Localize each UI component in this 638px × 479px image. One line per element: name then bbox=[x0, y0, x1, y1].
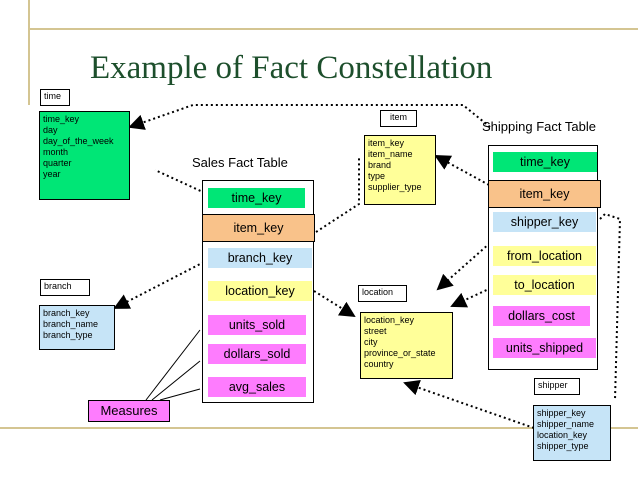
location-attr: province_or_state bbox=[364, 348, 436, 358]
sales-field-branch-key: branch_key bbox=[208, 248, 312, 268]
item-attr: supplier_type bbox=[368, 182, 422, 192]
time-attr: time_key bbox=[43, 114, 80, 124]
item-attr: brand bbox=[368, 160, 392, 170]
link-item-sales bbox=[315, 158, 360, 233]
sales-fact-caption: Sales Fact Table bbox=[192, 155, 288, 170]
branch-attr: branch_type bbox=[43, 330, 93, 340]
link-shipper-key bbox=[599, 212, 622, 401]
measures-line-3 bbox=[159, 388, 201, 401]
shipping-field-shipper-key: shipper_key bbox=[493, 212, 596, 232]
link-shipper-location bbox=[403, 380, 535, 429]
time-attr: year bbox=[43, 169, 61, 179]
branch-attr: branch_key bbox=[43, 308, 90, 318]
shipping-fact-caption: Shipping Fact Table bbox=[482, 119, 596, 134]
branch-attr: branch_name bbox=[43, 319, 99, 329]
link-time-shipping bbox=[128, 104, 491, 130]
item-dimension-box: item_key item_name brand type supplier_t… bbox=[364, 135, 436, 205]
link-location-to bbox=[450, 287, 492, 308]
sales-field-avg-sales: avg_sales bbox=[208, 377, 306, 397]
shipper-attr: shipper_key bbox=[537, 408, 586, 418]
item-dimension-label: item bbox=[380, 110, 417, 127]
branch-dimension-label: branch bbox=[40, 279, 90, 296]
measures-line-2 bbox=[151, 360, 201, 401]
sales-field-units-sold: units_sold bbox=[208, 315, 306, 335]
time-dimension-box: time_key day day_of_the_week month quart… bbox=[39, 111, 130, 200]
link-location-from bbox=[436, 242, 491, 291]
item-attr: item_key bbox=[368, 138, 405, 148]
time-attr: day bbox=[43, 125, 58, 135]
frame-left-rule bbox=[28, 0, 30, 105]
sales-field-location-key: location_key bbox=[208, 281, 312, 301]
location-dimension-label: location bbox=[358, 285, 407, 302]
time-attr: quarter bbox=[43, 158, 72, 168]
shipper-attr: location_key bbox=[537, 430, 588, 440]
measures-line-1 bbox=[145, 329, 201, 401]
item-attr: type bbox=[368, 171, 386, 181]
time-attr: day_of_the_week bbox=[43, 136, 114, 146]
frame-bottom-rule bbox=[0, 427, 638, 429]
frame-top-rule bbox=[28, 28, 638, 30]
shipper-attr: shipper_type bbox=[537, 441, 589, 451]
link-branch-sales bbox=[113, 261, 205, 309]
shipping-field-time-key: time_key bbox=[493, 152, 597, 172]
time-attr: month bbox=[43, 147, 69, 157]
shipper-attr: shipper_name bbox=[537, 419, 595, 429]
sales-field-item-key: item_key bbox=[202, 214, 315, 242]
sales-field-dollars-sold: dollars_sold bbox=[208, 344, 306, 364]
measures-label: Measures bbox=[88, 400, 170, 422]
time-dimension-label: time bbox=[40, 89, 70, 106]
location-attr: street bbox=[364, 326, 387, 336]
location-attr: city bbox=[364, 337, 378, 347]
link-item-shipping bbox=[434, 155, 490, 186]
shipping-field-units-shipped: units_shipped bbox=[493, 338, 596, 358]
item-attr: item_name bbox=[368, 149, 413, 159]
sales-field-time-key: time_key bbox=[208, 188, 305, 208]
link-location-sales bbox=[313, 290, 356, 318]
location-attr: location_key bbox=[364, 315, 415, 325]
shipping-field-from-location: from_location bbox=[493, 246, 596, 266]
branch-dimension-box: branch_key branch_name branch_type bbox=[39, 305, 115, 350]
link-time-sales bbox=[154, 169, 206, 194]
slide-title: Example of Fact Constellation bbox=[90, 50, 493, 86]
shipper-dimension-label: shipper bbox=[534, 378, 580, 395]
shipping-field-item-key: item_key bbox=[488, 180, 601, 208]
shipping-field-to-location: to_location bbox=[493, 275, 596, 295]
shipping-field-dollars-cost: dollars_cost bbox=[493, 306, 590, 326]
location-attr: country bbox=[364, 359, 394, 369]
location-dimension-box: location_key street city province_or_sta… bbox=[360, 312, 453, 379]
shipper-dimension-box: shipper_key shipper_name location_key sh… bbox=[533, 405, 611, 461]
